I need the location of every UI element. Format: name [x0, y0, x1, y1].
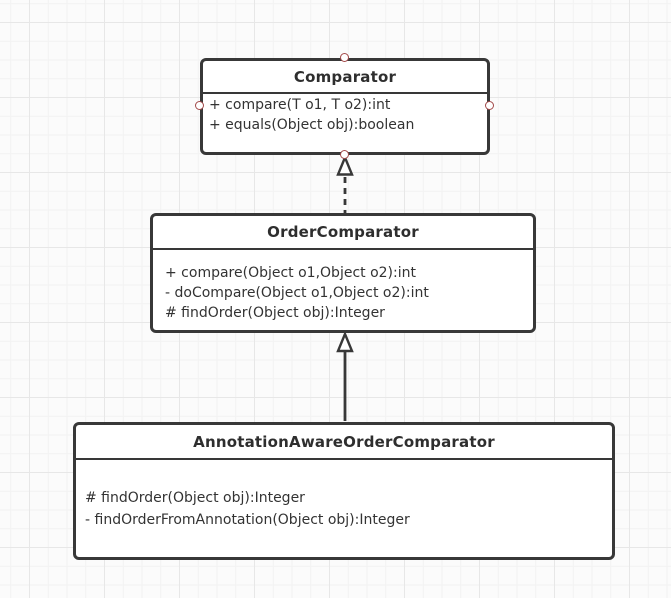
methods-section: # findOrder(Object obj):Integer - findOr…: [76, 460, 612, 531]
method-item: - doCompare(Object o1,Object o2):int: [165, 285, 429, 301]
methods-section: + compare(Object o1,Object o2):int - doC…: [153, 250, 533, 323]
class-name: OrderComparator: [153, 216, 533, 250]
class-name: AnnotationAwareOrderComparator: [76, 425, 612, 460]
inheritance-arrow[interactable]: [336, 330, 354, 421]
method-item: # findOrder(Object obj):Integer: [165, 305, 385, 321]
inheritance-arrowhead-icon: [336, 330, 354, 353]
class-name: Comparator: [203, 61, 487, 94]
class-box-annotationawareordercomparator[interactable]: AnnotationAwareOrderComparator # findOrd…: [73, 422, 615, 560]
realization-arrow[interactable]: [336, 154, 354, 214]
method-item: + compare(T o1, T o2):int: [209, 97, 391, 113]
method-item: + compare(Object o1,Object o2):int: [165, 265, 416, 281]
connection-anchor-left-icon[interactable]: [195, 101, 204, 110]
method-item: # findOrder(Object obj):Integer: [85, 490, 305, 506]
connection-anchor-bottom-icon[interactable]: [340, 150, 349, 159]
connection-anchor-right-icon[interactable]: [485, 101, 494, 110]
method-item: + equals(Object obj):boolean: [209, 117, 415, 133]
class-box-ordercomparator[interactable]: OrderComparator + compare(Object o1,Obje…: [150, 213, 536, 333]
connection-anchor-top-icon[interactable]: [340, 53, 349, 62]
methods-section: + compare(T o1, T o2):int + equals(Objec…: [203, 94, 487, 135]
method-item: - findOrderFromAnnotation(Object obj):In…: [85, 511, 410, 528]
realization-arrowhead-icon: [336, 154, 354, 176]
class-box-comparator[interactable]: Comparator + compare(T o1, T o2):int + e…: [200, 58, 490, 155]
